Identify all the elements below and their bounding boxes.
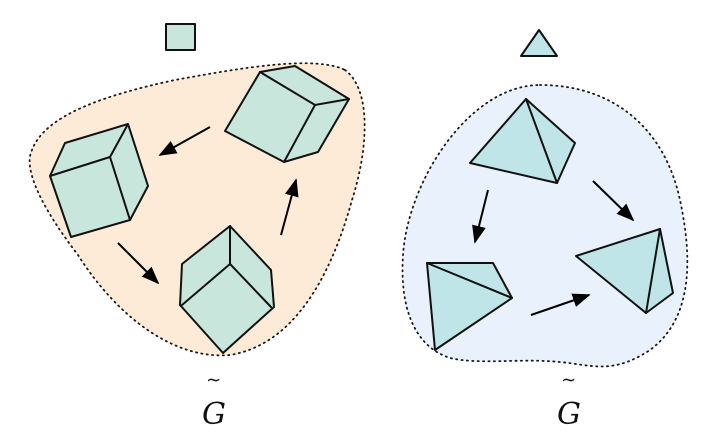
arrow-top-to-left	[158, 126, 211, 156]
cube-top-right	[224, 65, 350, 163]
cube-left	[49, 123, 149, 238]
arrow-top-to-bottom-right	[592, 180, 635, 222]
square-icon	[165, 23, 196, 51]
arrow-top-to-bottom-left	[472, 189, 489, 244]
arrow-bottom-to-top	[280, 178, 299, 236]
left-group-label: G	[202, 397, 226, 432]
tetra-top	[469, 98, 576, 184]
right-panel: ≀ G	[401, 29, 689, 432]
left-panel: ≀ G	[28, 23, 366, 432]
cube-bottom	[179, 225, 275, 354]
arrow-bottom-left-to-bottom-right	[530, 293, 591, 316]
right-group-label: G	[557, 397, 581, 432]
left-symmetry-symbol: ≀	[203, 377, 224, 384]
arrow-left-to-bottom	[117, 242, 160, 285]
triangle-icon	[520, 29, 558, 57]
tetra-bottom-right	[575, 228, 674, 314]
right-symmetry-symbol: ≀	[558, 377, 579, 384]
tetra-bottom-left	[426, 262, 513, 351]
